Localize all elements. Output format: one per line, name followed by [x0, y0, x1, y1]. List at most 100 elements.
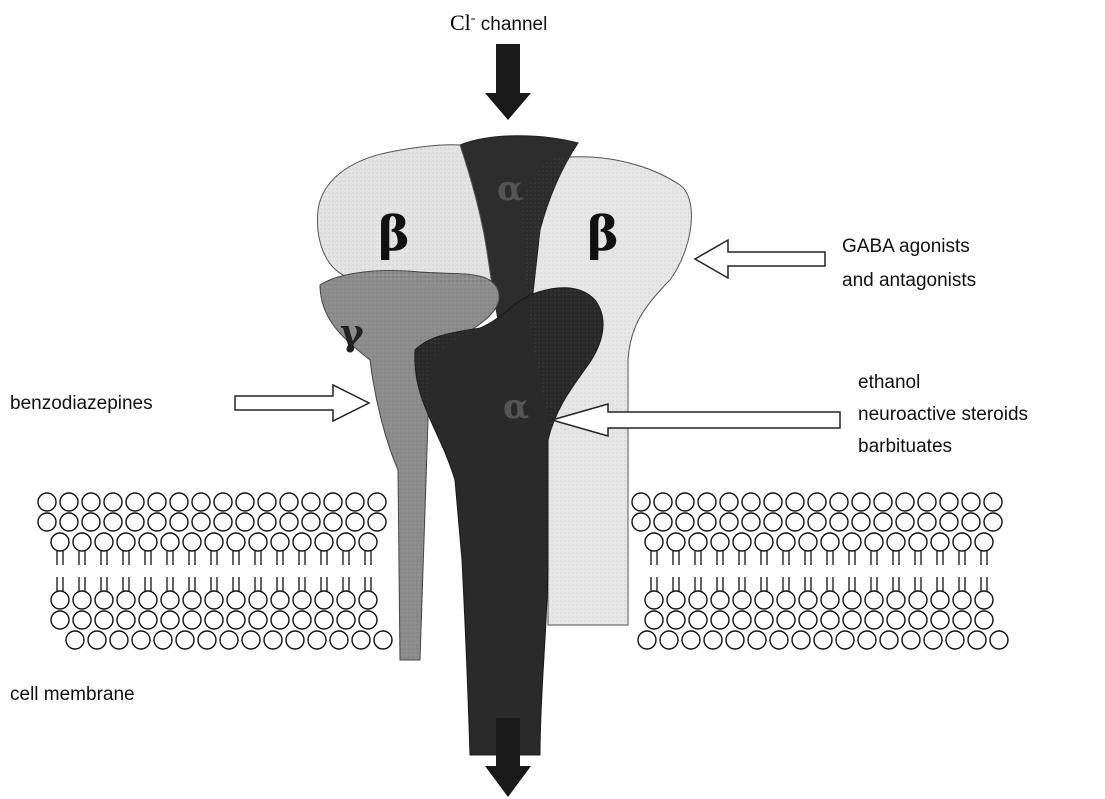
lipid-head [830, 493, 848, 511]
lipid-head [711, 591, 729, 609]
lipid-head [198, 631, 216, 649]
drug-label-steroids: neuroactive steroids [858, 404, 1028, 425]
lipid-head [667, 591, 685, 609]
lipid-head [148, 493, 166, 511]
lipid-head [638, 631, 656, 649]
drugs-arrow [552, 404, 840, 436]
lipid-head [777, 611, 795, 629]
lipid-head [865, 533, 883, 551]
lipid-head [271, 533, 289, 551]
benzodiazepines-arrow [235, 385, 369, 421]
lipid-head [154, 631, 172, 649]
lipid-head [161, 591, 179, 609]
gaba-label-line2: and antagonists [842, 270, 976, 291]
lipid-head [880, 631, 898, 649]
lipid-head [720, 493, 738, 511]
lipid-head [755, 611, 773, 629]
lipid-head [110, 631, 128, 649]
lipid-head [918, 513, 936, 531]
lipid-head [249, 611, 267, 629]
lipid-head [836, 631, 854, 649]
lipid-head [170, 513, 188, 531]
lipid-head [808, 493, 826, 511]
lipid-head [346, 493, 364, 511]
lipid-head [315, 533, 333, 551]
lipid-head [720, 513, 738, 531]
lipid-head [359, 591, 377, 609]
lipid-head [689, 611, 707, 629]
lipid-head [843, 611, 861, 629]
lipid-head [139, 591, 157, 609]
lipid-head [205, 591, 223, 609]
lipid-head [183, 611, 201, 629]
lipid-head [990, 631, 1008, 649]
lipid-head [865, 591, 883, 609]
lipid-head [843, 591, 861, 609]
lipid-head [821, 591, 839, 609]
lipid-head [667, 533, 685, 551]
lipid-head [227, 591, 245, 609]
lipid-head [352, 631, 370, 649]
lipid-head [271, 591, 289, 609]
lipid-head [183, 591, 201, 609]
lipid-head [359, 611, 377, 629]
lipid-head [249, 533, 267, 551]
lipid-head [764, 493, 782, 511]
lipid-head [368, 493, 386, 511]
lipid-head [946, 631, 964, 649]
lipid-head [940, 493, 958, 511]
lipid-head [139, 611, 157, 629]
lipid-head [742, 493, 760, 511]
lipid-head [689, 533, 707, 551]
lipid-head [176, 631, 194, 649]
lipid-head [874, 493, 892, 511]
lipid-head [733, 533, 751, 551]
lipid-head [104, 513, 122, 531]
lipid-head [38, 493, 56, 511]
lipid-head [931, 533, 949, 551]
lipid-head [51, 533, 69, 551]
alpha-front-label: α [503, 387, 529, 427]
drug-label-barbituates: barbituates [858, 436, 952, 457]
lipid-head [183, 533, 201, 551]
lipid-head [733, 611, 751, 629]
lipid-head [242, 631, 260, 649]
lipid-head [51, 611, 69, 629]
lipid-head [227, 533, 245, 551]
beta-right-label: β [587, 206, 619, 262]
lipid-head [852, 493, 870, 511]
lipid-head [975, 533, 993, 551]
lipid-head [38, 513, 56, 531]
lipid-head [192, 513, 210, 531]
lipid-head [315, 611, 333, 629]
lipid-head [315, 591, 333, 609]
lipid-head [821, 611, 839, 629]
lipid-head [909, 611, 927, 629]
lipid-head [205, 533, 223, 551]
lipid-head [858, 631, 876, 649]
lipid-head [909, 533, 927, 551]
lipid-head [931, 611, 949, 629]
lipid-head [249, 591, 267, 609]
lipid-head [308, 631, 326, 649]
lipid-head [161, 611, 179, 629]
benzodiazepines-label: benzodiazepines [10, 393, 153, 414]
gamma-label: γ [340, 312, 364, 354]
lipid-head [711, 611, 729, 629]
lipid-head [704, 631, 722, 649]
lipid-head [73, 611, 91, 629]
lipid-head [293, 611, 311, 629]
lipid-head [909, 591, 927, 609]
lipid-head [843, 533, 861, 551]
lipid-head [748, 631, 766, 649]
receptor-complex: β β α α γ [317, 136, 691, 755]
lipid-head [368, 513, 386, 531]
lipid-head [632, 513, 650, 531]
lipid-head [132, 631, 150, 649]
lipid-head [953, 611, 971, 629]
lipid-head [324, 493, 342, 511]
lipid-head [940, 513, 958, 531]
lipid-head [924, 631, 942, 649]
lipid-head [258, 513, 276, 531]
lipid-head [214, 493, 232, 511]
